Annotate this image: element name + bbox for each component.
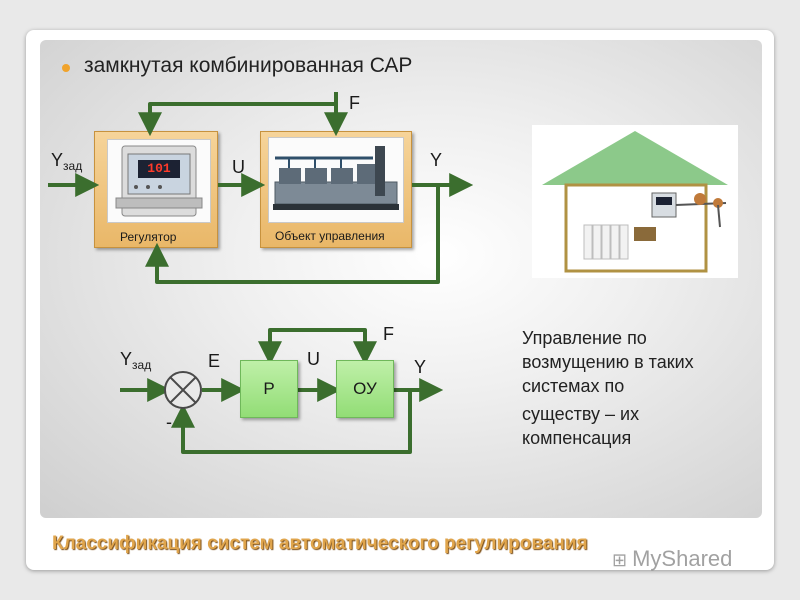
bottom-control-label: U (307, 349, 320, 369)
object-photo (268, 137, 404, 223)
description-text: Управление по возмущению в таких система… (522, 326, 762, 450)
description-line: компенсация (522, 428, 632, 448)
top-output-label: Y (430, 150, 443, 170)
bottom-error-label: E (208, 351, 221, 371)
compressor-unit-icon (273, 146, 399, 210)
description-line: системах по (522, 376, 625, 396)
house-heating-icon (542, 131, 728, 273)
object-caption: Объект управления (275, 229, 385, 243)
top-input-label: Yзад (51, 150, 83, 173)
object-block-bottom: ОУ (336, 360, 394, 418)
regulator-block-bottom: Р (240, 360, 298, 418)
house-illustration (532, 125, 738, 278)
bullet-dot (62, 64, 70, 72)
regulator-device-icon (115, 145, 203, 217)
regulator-caption: Регулятор (120, 230, 177, 244)
display-reading: 101 (147, 161, 171, 176)
description-line: возмущению в таких (522, 352, 694, 372)
description-line: Управление по (522, 328, 647, 348)
minus-sign: - (166, 412, 172, 432)
top-control-label: U (232, 157, 245, 177)
slide-heading: замкнутая комбинированная САР (84, 54, 413, 77)
regulator-photo: 101 (107, 139, 211, 223)
watermark-icon: ⊞ (612, 550, 633, 570)
bottom-output-label: Y (414, 357, 427, 377)
description-line: существу – их (522, 404, 640, 424)
watermark-logo: ⊞ MyShared (612, 546, 733, 571)
bottom-input-label: Yзад (120, 349, 152, 372)
bottom-disturbance-label: F (383, 324, 394, 344)
slide-footer-title: Классификация систем автоматического рег… (52, 533, 588, 554)
top-disturbance-label: F (349, 93, 360, 113)
